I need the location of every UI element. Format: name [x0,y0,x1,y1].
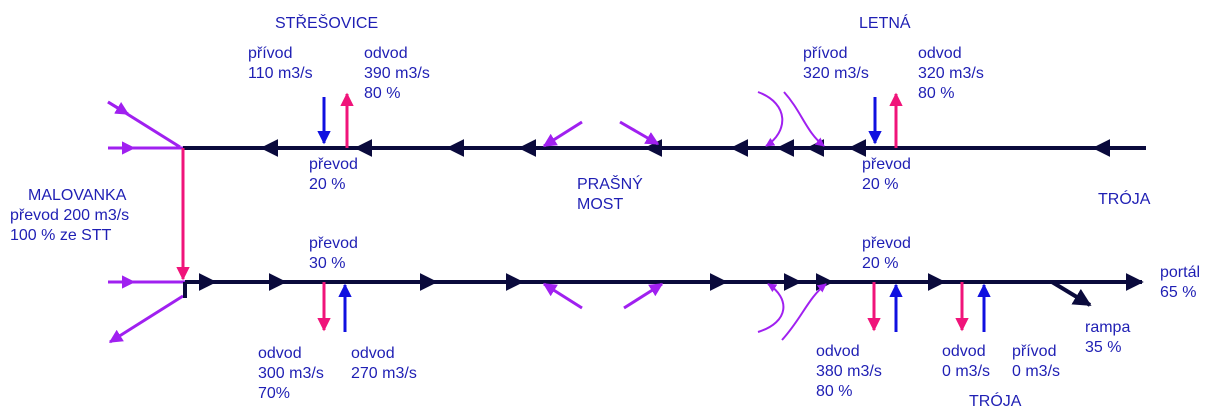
portal-label: portál 65 % [1160,263,1200,303]
label-line: 70% [258,385,291,402]
label-line: 30 % [309,255,346,272]
branch-arrow [619,120,660,146]
branch-curve-arrow [757,283,785,333]
label-line: převod [309,156,358,173]
label-line: rampa [1085,319,1131,336]
label-line: přívod [1012,343,1057,360]
label-line: 35 % [1085,339,1122,356]
label-line: odvod [351,345,395,362]
label-line: 320 m3/s [803,65,869,82]
label-line: převod [309,235,358,252]
label-line: 320 m3/s [918,65,984,82]
troja-lower-supply-label: přívod 0 m3/s [1012,342,1060,382]
label-line: 0 m3/s [942,363,991,380]
place-prasny-most-line: MOST [577,196,624,213]
label-line: přívod [248,45,293,62]
place-prasny-most: PRAŠNÝ MOST [577,175,643,215]
letna-upper-transfer-label: převod 20 % [862,155,911,195]
branch-arrow [623,282,664,310]
branch-curve-arrow [757,91,784,147]
letna-upper-exhaust-label: odvod 320 m3/s 80 % [918,44,984,104]
place-letna: LETNÁ [859,15,911,32]
inflow-arrow [107,100,130,116]
lower-tube [185,273,1144,341]
label-line: 390 m3/s [364,65,430,82]
label-line: 110 m3/s [248,65,313,82]
malovanka-line: MALOVANKA [28,187,127,204]
letna-lower-transfer-label: převod 20 % [862,234,911,274]
label-line: odvod [942,343,986,360]
place-troja-upper: TRÓJA [1098,191,1151,208]
branch-arrow [542,120,583,148]
label-line: 80 % [816,383,853,400]
troja-lower-exhaust-label: odvod 0 m3/s [942,342,990,382]
malovanka-line: 100 % ze STT [10,227,112,244]
rampa-arrow [1050,280,1092,307]
branch-curve-arrow [783,91,825,147]
letna-lower-exhaust-label: odvod 380 m3/s 80 % [816,342,882,402]
label-line: odvod [258,345,302,362]
label-line: 20 % [862,255,899,272]
malovanka-junction [107,100,190,344]
stresovice-lower-transfer-label: převod 30 % [309,234,358,274]
branch-arrow [542,282,583,310]
label-line: 380 m3/s [816,363,882,380]
place-prasny-most-line: PRAŠNÝ [577,176,643,193]
letna-upper-supply-label: přívod 320 m3/s [803,44,869,84]
stresovice-upper-supply-label: přívod 110 m3/s [248,44,313,84]
stresovice-lower-exhaust-label: odvod 300 m3/s 70% [258,344,324,404]
branch-curve-arrow [781,283,827,341]
place-stresovice: STŘEŠOVICE [275,15,379,32]
label-line: převod [862,235,911,252]
place-troja-lower: TRÓJA [969,393,1022,410]
label-line: odvod [364,45,408,62]
label-line: odvod [918,45,962,62]
label-line: 20 % [862,176,899,193]
outflow-arrow [108,294,184,344]
label-line: 80 % [918,85,955,102]
label-line: 65 % [1160,284,1197,301]
malovanka-label: MALOVANKA převod 200 m3/s 100 % ze STT [10,186,129,246]
label-line: přívod [803,45,848,62]
malovanka-line: převod 200 m3/s [10,207,130,224]
upper-tube [108,91,1146,157]
label-line: převod [862,156,911,173]
rampa-label: rampa 35 % [1085,318,1130,358]
label-line: 270 m3/s [351,365,417,382]
label-line: portál [1160,264,1201,281]
label-line: 80 % [364,85,401,102]
stresovice-upper-exhaust-label: odvod 390 m3/s 80 % [364,44,430,104]
stresovice-upper-transfer-label: převod 20 % [309,155,358,195]
label-line: 0 m3/s [1012,363,1061,380]
label-line: 20 % [309,176,346,193]
label-line: odvod [816,343,860,360]
stresovice-lower-second-label: odvod 270 m3/s [351,344,417,384]
label-line: 300 m3/s [258,365,324,382]
